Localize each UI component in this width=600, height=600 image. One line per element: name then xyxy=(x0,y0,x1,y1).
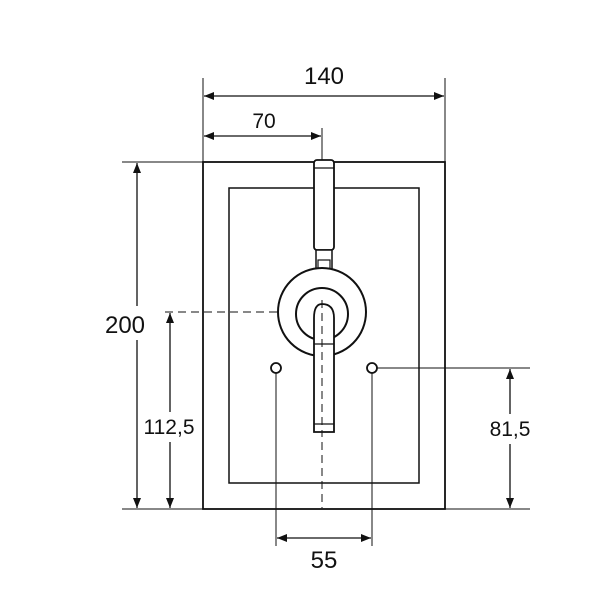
mounting-hole-right xyxy=(366,362,378,374)
dim-label-55: 55 xyxy=(311,547,338,574)
lever-upper-stem xyxy=(313,159,335,251)
dim-label-112-5: 112,5 xyxy=(144,416,195,439)
dim-label-81-5: 81,5 xyxy=(490,418,531,441)
dim-label-140: 140 xyxy=(304,63,344,90)
dim-label-200: 200 xyxy=(105,312,145,339)
lever-lower-handle xyxy=(313,303,335,433)
mounting-hole-left xyxy=(270,362,282,374)
dim-label-70: 70 xyxy=(252,110,275,133)
